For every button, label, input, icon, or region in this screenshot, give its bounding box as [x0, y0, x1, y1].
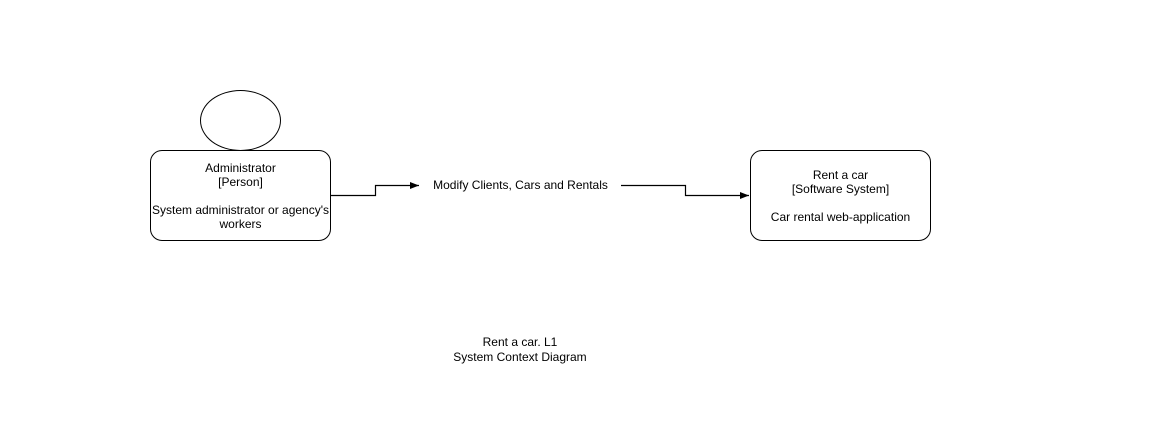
relationship-connector-end: [621, 184, 749, 199]
diagram-caption: Rent a car. L1 System Context Diagram: [420, 335, 620, 365]
person-node-administrator[interactable]: Administrator [Person] System administra…: [150, 150, 331, 241]
relationship-connector: [331, 182, 419, 197]
caption-title: Rent a car. L1: [482, 335, 558, 349]
relationship-label: Modify Clients, Cars and Rentals: [421, 177, 620, 193]
system-name: Rent a car: [812, 167, 869, 182]
system-node-rent-a-car[interactable]: Rent a car [Software System] Car rental …: [750, 150, 931, 241]
person-head-shape: [200, 90, 281, 151]
person-type: [Person]: [218, 174, 263, 189]
system-type: [Software System]: [791, 181, 890, 196]
system-description: Car rental web-application: [770, 209, 911, 224]
person-description: System administrator or agency's workers: [151, 202, 330, 231]
person-name: Administrator: [205, 160, 276, 175]
caption-subtitle: System Context Diagram: [453, 350, 587, 364]
